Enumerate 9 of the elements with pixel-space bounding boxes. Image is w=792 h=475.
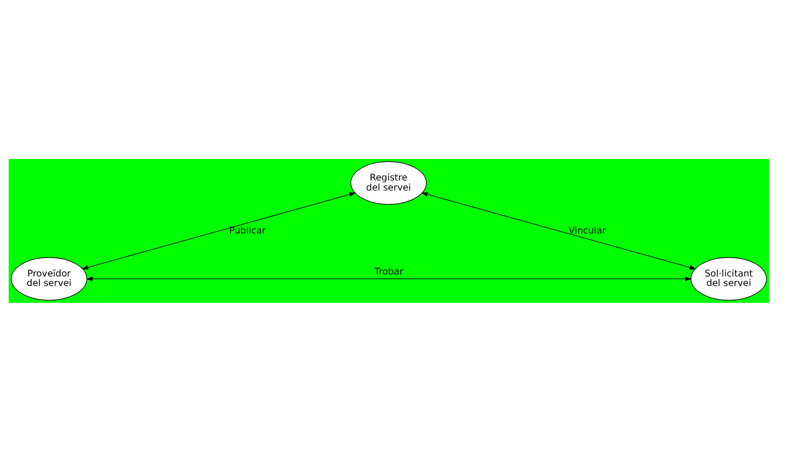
edge-label: Vincular: [568, 224, 606, 236]
edge-label: Trobar: [374, 266, 404, 277]
arrow: [421, 192, 696, 270]
node-ellipse: Proveïdor del servei: [10, 256, 88, 300]
arrow: [86, 276, 692, 281]
node-ellipse: Registre del servei: [350, 160, 427, 204]
node-ellipse: Sol·licitant del servei: [690, 256, 767, 300]
edge-label: Publicar: [229, 224, 266, 236]
arrow: [82, 192, 356, 270]
